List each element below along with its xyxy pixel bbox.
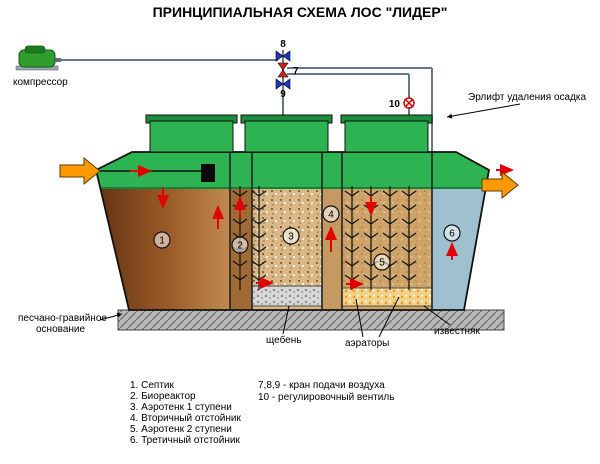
airlift-callout: Эрлифт удаления осадка xyxy=(446,91,587,119)
airlift-pointer-line xyxy=(446,103,521,119)
flow-arrows xyxy=(130,164,514,290)
section-numbers: 1 2 3 4 5 6 xyxy=(153,205,461,271)
ground-labels: песчано-гравийное основание щебень аэрат… xyxy=(18,296,480,349)
valve-9-number: 9 xyxy=(280,89,286,100)
compressor-top xyxy=(24,45,46,54)
svg-text:5: 5 xyxy=(379,258,385,269)
section-marker-6: 6 xyxy=(443,224,461,242)
limestone-layer xyxy=(341,287,433,307)
hatches xyxy=(145,114,433,153)
svg-text:3: 3 xyxy=(288,232,294,243)
outlet-arrow xyxy=(481,170,519,200)
legend-item-2: 2. Биореактор xyxy=(130,391,196,402)
section-marker-3: 3 xyxy=(282,227,300,245)
legend-item-3: 3. Аэротенк 1 ступени xyxy=(130,402,232,413)
valve-8: 8 xyxy=(275,39,291,62)
hatch-3 xyxy=(340,114,433,153)
legend-note-1: 7,8,9 - кран подачи воздуха xyxy=(258,380,385,391)
hatch-1 xyxy=(145,114,238,153)
legend-note-2: 10 - регулировочный вентиль xyxy=(258,392,394,403)
limestone-label: известняк xyxy=(434,326,480,337)
svg-text:1: 1 xyxy=(159,236,165,247)
compressor-label: компрессор xyxy=(13,77,68,88)
valve-9: 9 xyxy=(275,78,291,100)
legend-item-1: 1. Септик xyxy=(130,380,174,391)
svg-text:6: 6 xyxy=(449,229,455,240)
tank-green-band xyxy=(96,152,489,188)
valve-7-number: 7 xyxy=(293,66,299,77)
section-marker-2: 2 xyxy=(231,236,249,254)
valve-10: 10 xyxy=(389,97,415,110)
inlet-arrow xyxy=(59,156,101,186)
page-title: ПРИНЦИПИАЛЬНАЯ СХЕМА ЛОС "ЛИДЕР" xyxy=(153,4,448,20)
gravel-pointer xyxy=(282,305,290,335)
hatch-2 xyxy=(240,114,333,153)
svg-text:2: 2 xyxy=(237,241,243,252)
base-label-line2: основание xyxy=(36,324,86,335)
inlet-tee-box xyxy=(201,164,215,182)
gravel-label: щебень xyxy=(266,334,301,346)
legend-item-5: 5. Аэротенк 2 ступени xyxy=(130,424,232,435)
bubbles-zone-2 xyxy=(342,188,432,288)
base-label-line1: песчано-гравийное xyxy=(18,313,107,324)
gravel-layer xyxy=(251,285,323,307)
legend-item-4: 4. Вторичный отстойник xyxy=(130,413,241,424)
base-pointer xyxy=(99,312,123,321)
aerators-label: аэраторы xyxy=(345,338,389,349)
tank-outline xyxy=(94,151,490,311)
legend: 1. Септик 2. Биореактор 3. Аэротенк 1 ст… xyxy=(130,380,394,446)
aerators-pointer-2 xyxy=(378,296,400,338)
legend-item-6: 6. Третичный отстойник xyxy=(130,435,240,446)
svg-text:4: 4 xyxy=(328,210,334,221)
valve-10-number: 10 xyxy=(389,99,401,110)
valve-7: 7 xyxy=(277,62,299,78)
valve-8-number: 8 xyxy=(280,39,286,50)
compressor: компрессор xyxy=(13,45,68,88)
section-marker-4: 4 xyxy=(322,205,340,223)
airlift-label: Эрлифт удаления осадка xyxy=(468,91,587,103)
section-marker-1: 1 xyxy=(153,231,171,249)
section-walls xyxy=(229,152,433,309)
aerators-pointer-1 xyxy=(355,298,364,338)
limestone-pointer xyxy=(423,305,451,326)
section-marker-5: 5 xyxy=(373,253,391,271)
